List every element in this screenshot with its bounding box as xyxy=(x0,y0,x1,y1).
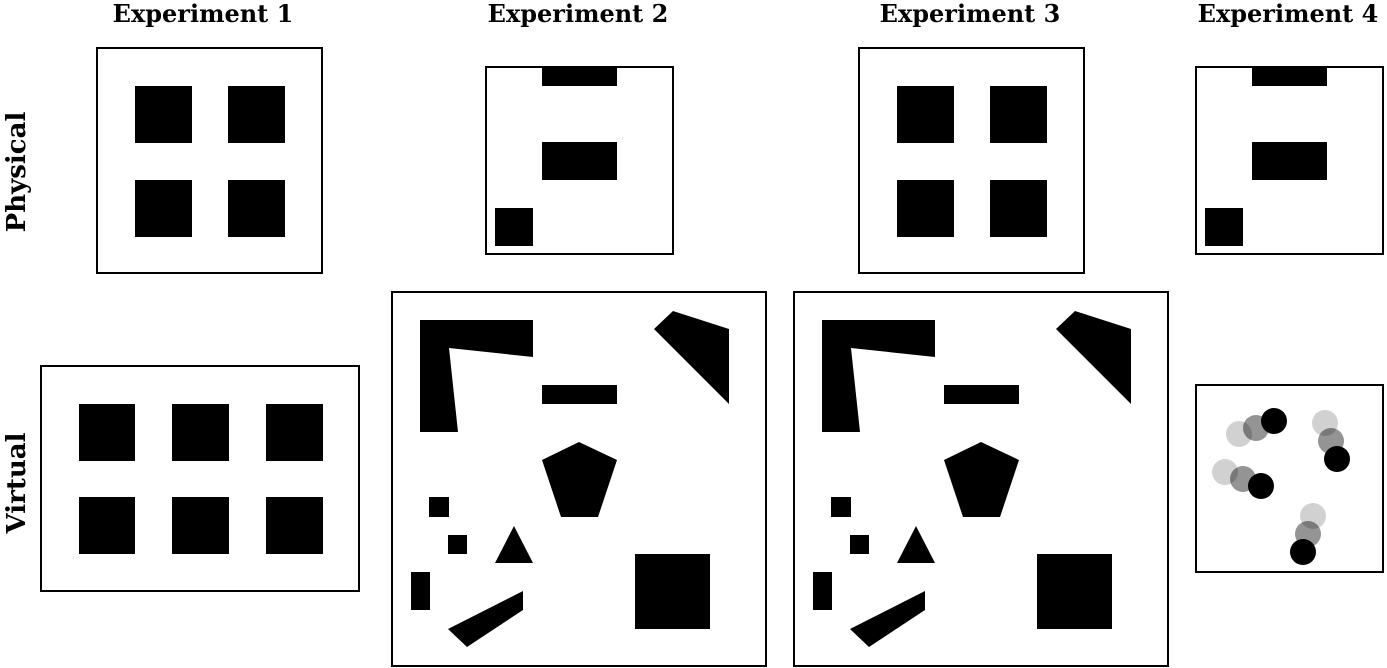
l-shaped-obstacle xyxy=(420,320,533,432)
row-title-virtual: Virtual xyxy=(2,432,32,534)
agent-trail-light xyxy=(1226,421,1252,447)
rectangle-obstacle xyxy=(1252,142,1327,180)
rectangle-obstacle xyxy=(1252,67,1327,86)
agent-trail-light xyxy=(1212,459,1238,485)
square-obstacle xyxy=(266,497,323,554)
triangle-obstacle xyxy=(495,526,533,563)
square-obstacle xyxy=(897,180,954,237)
agent-trail-light xyxy=(1300,503,1326,529)
pentagon-obstacle xyxy=(944,442,1019,517)
pentagon-obstacle xyxy=(542,442,617,517)
environment-frame xyxy=(96,47,323,274)
agent-current-position xyxy=(1324,446,1350,472)
rectangle-obstacle xyxy=(944,385,1019,404)
exp3-virtual-environment xyxy=(793,291,1169,667)
wedge-obstacle xyxy=(850,591,925,647)
environment-frame xyxy=(1195,384,1384,573)
square-obstacle xyxy=(172,497,229,554)
square-obstacle xyxy=(135,180,192,237)
quadrilateral-obstacle xyxy=(1056,311,1131,404)
square-obstacle xyxy=(79,497,135,554)
square-obstacle xyxy=(635,554,710,629)
square-obstacle xyxy=(79,404,135,461)
exp2-physical-environment xyxy=(485,66,674,255)
square-obstacle xyxy=(135,86,192,143)
exp2-virtual-environment xyxy=(391,291,767,667)
environment-frame xyxy=(858,47,1085,274)
moving-agent-trail xyxy=(1226,408,1287,447)
square-obstacle xyxy=(897,86,954,143)
small-square-obstacle xyxy=(448,535,467,554)
rectangle-obstacle xyxy=(813,572,832,610)
square-obstacle xyxy=(172,404,229,461)
square-obstacle xyxy=(990,180,1047,237)
square-obstacle xyxy=(228,86,285,143)
rectangle-obstacle xyxy=(411,572,430,610)
rectangle-obstacle xyxy=(542,142,617,180)
exp4-virtual-environment xyxy=(1195,384,1384,573)
l-shaped-obstacle xyxy=(822,320,935,432)
quadrilateral-obstacle xyxy=(654,311,729,404)
row-title-physical: Physical xyxy=(2,112,32,233)
agent-trail-light xyxy=(1312,410,1338,436)
rectangle-obstacle xyxy=(542,67,617,86)
exp1-physical-environment xyxy=(96,47,323,274)
exp1-virtual-environment xyxy=(40,365,360,592)
square-obstacle xyxy=(1205,208,1243,246)
rectangle-obstacle xyxy=(542,385,617,404)
moving-agent-trail xyxy=(1312,410,1350,472)
column-title-experiment-2: Experiment 2 xyxy=(488,0,669,28)
exp3-physical-environment xyxy=(858,47,1085,274)
square-obstacle xyxy=(1037,554,1112,629)
agent-current-position xyxy=(1290,539,1316,565)
wedge-obstacle xyxy=(448,591,523,647)
column-title-experiment-4: Experiment 4 xyxy=(1198,0,1379,28)
triangle-obstacle xyxy=(897,526,935,563)
small-square-obstacle xyxy=(850,535,869,554)
moving-agent-trail xyxy=(1290,503,1326,565)
exp4-physical-environment xyxy=(1195,66,1384,255)
environment-frame xyxy=(40,365,360,592)
small-square-obstacle xyxy=(831,497,851,517)
column-title-experiment-3: Experiment 3 xyxy=(880,0,1061,28)
agent-current-position xyxy=(1248,473,1274,499)
moving-agent-trail xyxy=(1212,459,1274,499)
square-obstacle xyxy=(228,180,285,237)
square-obstacle xyxy=(495,208,533,246)
small-square-obstacle xyxy=(429,497,449,517)
square-obstacle xyxy=(266,404,323,461)
square-obstacle xyxy=(990,86,1047,143)
column-title-experiment-1: Experiment 1 xyxy=(113,0,294,28)
agent-current-position xyxy=(1261,408,1287,434)
